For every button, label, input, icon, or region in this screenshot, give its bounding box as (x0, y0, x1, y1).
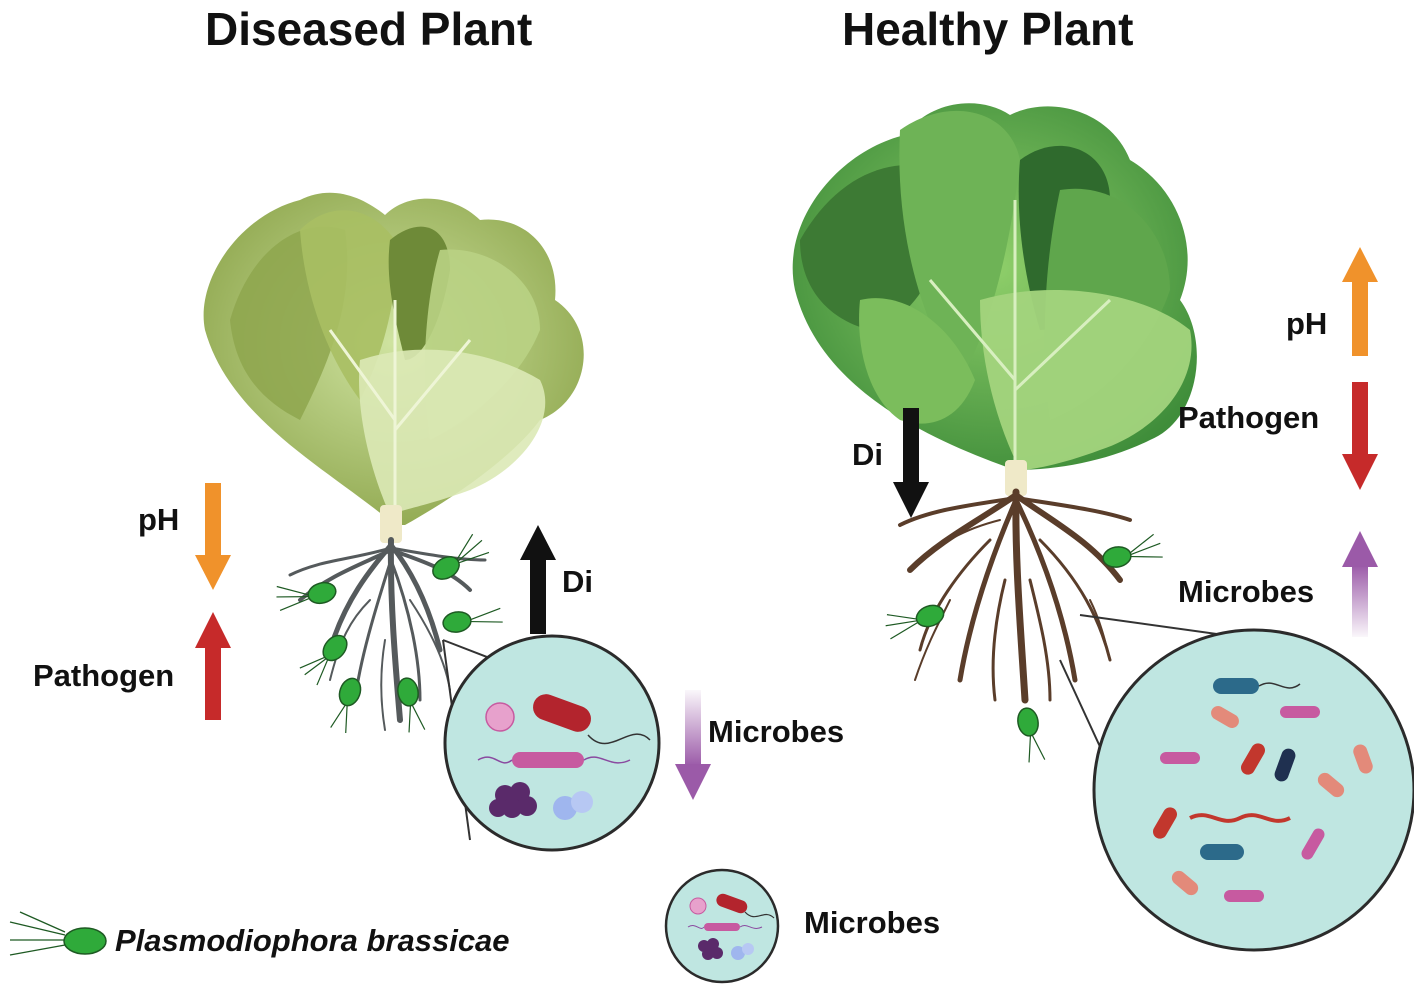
healthy-ph-arrow (1342, 247, 1378, 356)
healthy-microbes-label: Microbes (1178, 574, 1315, 609)
healthy-plant-illustration (792, 103, 1414, 952)
healthy-di-label: Di (852, 437, 883, 472)
diseased-lettuce-leaves (203, 192, 584, 525)
healthy-roots (898, 488, 1132, 704)
diseased-plant-illustration (203, 192, 661, 852)
diseased-plant-title: Diseased Plant (205, 3, 533, 55)
healthy-di-arrow (893, 408, 929, 518)
healthy-lettuce-leaves (792, 103, 1197, 470)
diseased-pathogen-arrow (195, 612, 231, 720)
legend-pathogen-label: Plasmodiophora brassicae (115, 923, 510, 958)
healthy-plant-title: Healthy Plant (842, 3, 1134, 55)
healthy-pathogen-cells (885, 533, 1163, 763)
healthy-microbe-zoom-circle (1092, 628, 1414, 952)
healthy-pathogen-arrow (1342, 382, 1378, 490)
legend-pathogen-icon (9, 911, 107, 956)
legend-microbes-label: Microbes (804, 905, 941, 940)
diseased-ph-label: pH (138, 502, 180, 537)
healthy-pathogen-label: Pathogen (1178, 400, 1320, 435)
diseased-di-label: Di (562, 564, 593, 599)
diseased-ph-arrow (195, 483, 231, 590)
healthy-ph-label: pH (1286, 306, 1328, 341)
healthy-microbes-arrow (1342, 531, 1378, 637)
diseased-di-arrow (520, 525, 556, 634)
diseased-stem (380, 505, 402, 543)
healthy-stem (1005, 460, 1027, 496)
diseased-microbes-label: Microbes (708, 714, 845, 749)
diseased-microbe-zoom-circle (443, 634, 661, 852)
diseased-microbes-arrow (675, 690, 711, 800)
diseased-pathogen-cells (276, 533, 503, 734)
legend-microbes-icon (664, 868, 780, 984)
diseased-pathogen-label: Pathogen (33, 658, 175, 693)
